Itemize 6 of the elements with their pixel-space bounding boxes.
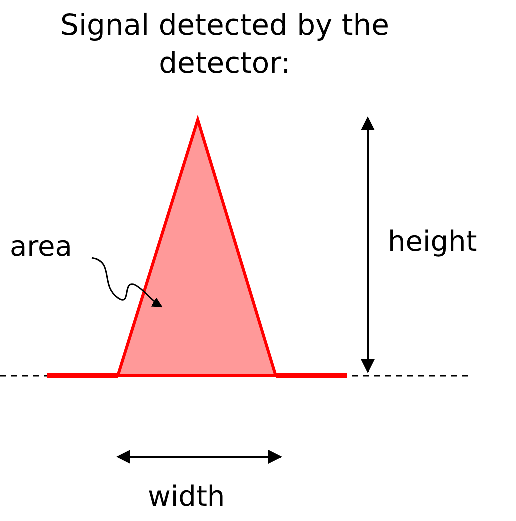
- area-label: area: [10, 230, 72, 263]
- leader-line: [92, 257, 163, 308]
- signal-peak: [116, 114, 278, 378]
- dimension-label: height: [388, 225, 478, 258]
- dimension-label: width: [148, 480, 226, 513]
- title: Signal detected by the detector:: [60, 7, 390, 82]
